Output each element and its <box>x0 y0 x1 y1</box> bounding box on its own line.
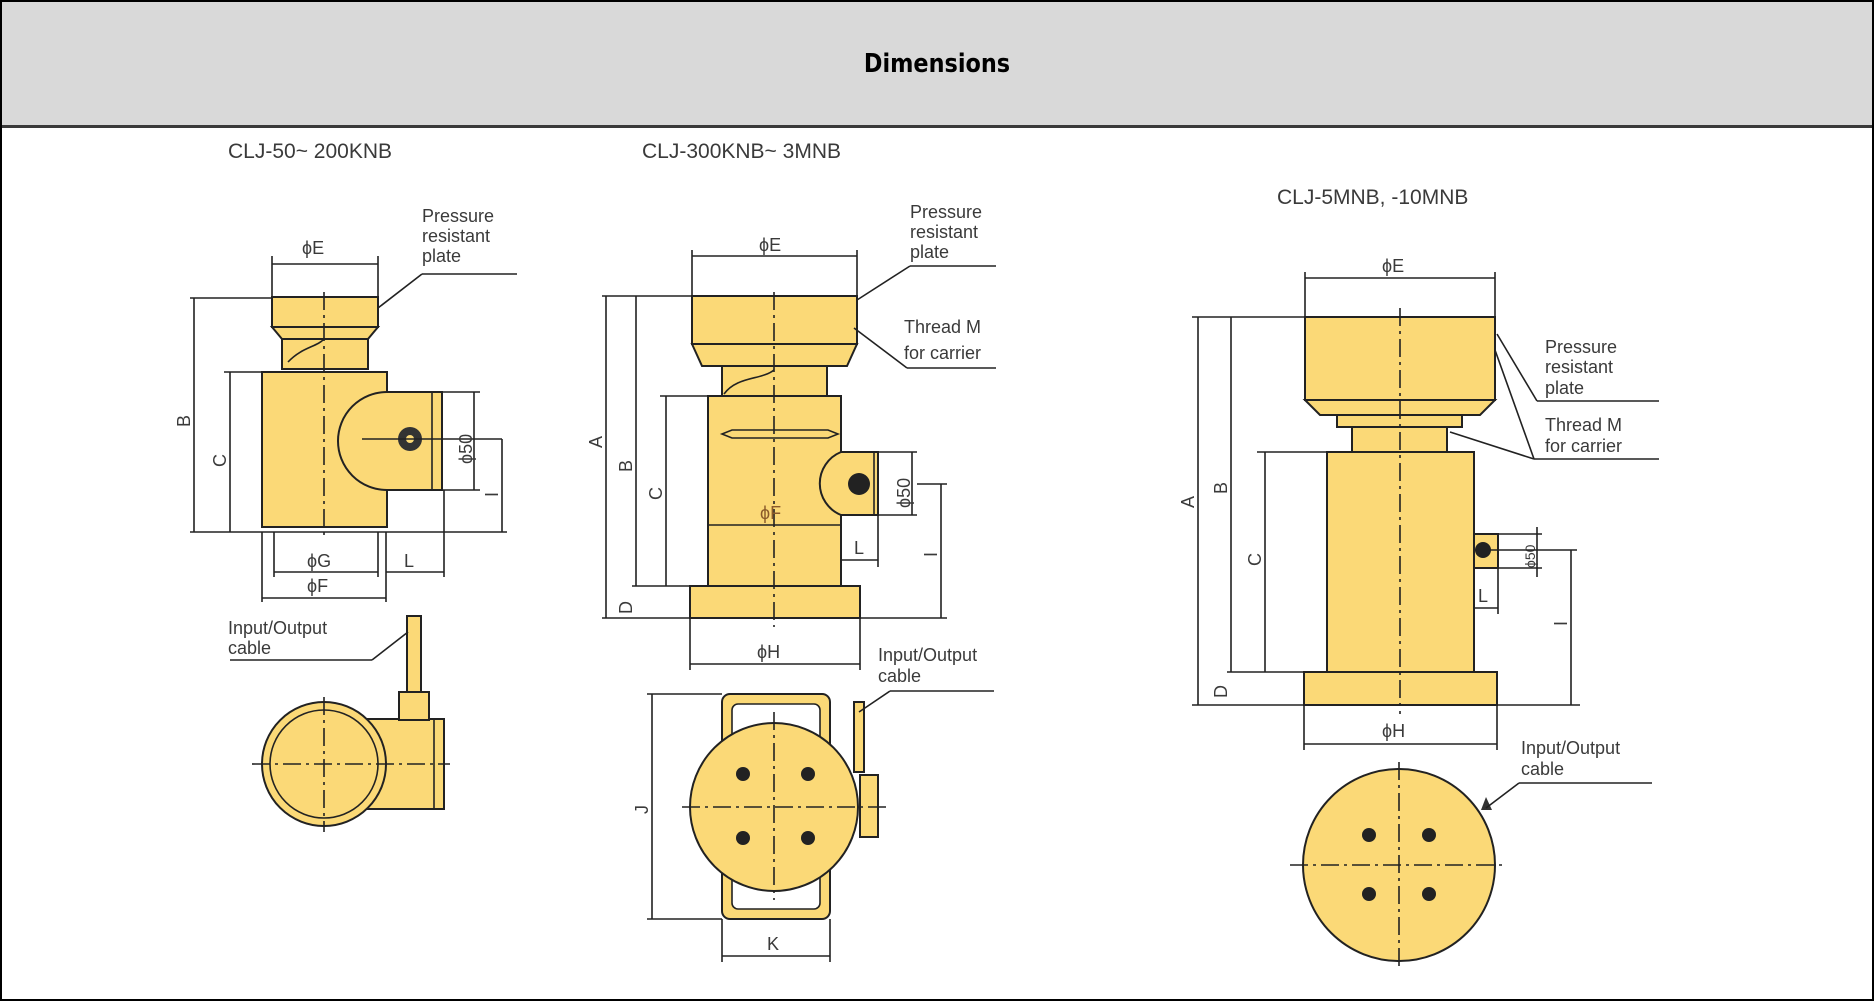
model-label: CLJ-5MNB, -10MNB <box>1277 186 1468 209</box>
dim-c: C <box>646 487 666 500</box>
svg-text:Pressure: Pressure <box>910 202 982 222</box>
connector-icon <box>848 473 870 495</box>
dim-l: L <box>854 538 864 558</box>
cable-icon <box>406 615 422 693</box>
pressure-plate <box>1304 316 1496 401</box>
dim-c: C <box>210 454 230 467</box>
plate-chamfer <box>269 326 381 340</box>
table-header: Dimensions <box>2 2 1872 128</box>
bolt-holes <box>1362 828 1436 901</box>
model-label: CLJ-300KNB~ 3MNB <box>642 140 841 163</box>
dim-d: D <box>616 601 636 614</box>
svg-text:resistant: resistant <box>910 222 978 242</box>
svg-text:plate: plate <box>1545 378 1584 398</box>
top-view: Input/Output cable <box>228 615 450 832</box>
svg-text:Input/Output: Input/Output <box>878 645 977 665</box>
drawings-cell: CLJ-50~ 200KNB <box>2 128 1872 999</box>
svg-text:plate: plate <box>422 246 461 266</box>
svg-text:Input/Output: Input/Output <box>228 618 327 638</box>
dim-h: ϕH <box>757 642 780 662</box>
svg-text:cable: cable <box>1521 759 1564 779</box>
dim-d: D <box>1211 685 1231 698</box>
svg-text:resistant: resistant <box>1545 357 1613 377</box>
svg-text:Thread M: Thread M <box>904 317 981 337</box>
dim-g: ϕG <box>307 551 331 571</box>
dim-phi50: ϕ50 <box>894 478 914 508</box>
dim-phi50: ϕ50 <box>456 434 476 464</box>
model-label: CLJ-50~ 200KNB <box>228 140 392 163</box>
connector-housing <box>337 391 443 491</box>
dim-a: A <box>586 436 606 448</box>
svg-text:Input/Output: Input/Output <box>1521 738 1620 758</box>
svg-text:for carrier: for carrier <box>1545 436 1622 456</box>
side-view: ϕE B C ϕ50 I ϕ <box>174 206 517 602</box>
cable-icon <box>853 701 865 773</box>
cable-icon <box>1481 797 1492 810</box>
svg-text:cable: cable <box>878 666 921 686</box>
drawing-clj-50-200knb: CLJ-50~ 200KNB <box>174 140 517 832</box>
dim-k: K <box>767 934 779 954</box>
svg-text:for carrier: for carrier <box>904 343 981 363</box>
dim-e: ϕE <box>1382 256 1404 276</box>
dim-e: ϕE <box>759 235 781 255</box>
bolt-holes <box>736 767 815 845</box>
base-plate <box>689 585 861 619</box>
dim-b: B <box>1211 482 1231 494</box>
top-view: Input/Output cable <box>1290 738 1652 970</box>
svg-text:cable: cable <box>228 638 271 658</box>
dim-l: L <box>404 551 414 571</box>
dim-i: I <box>1551 621 1571 626</box>
header-title: Dimensions <box>863 48 1011 79</box>
dim-l: L <box>1478 586 1488 606</box>
svg-text:plate: plate <box>910 242 949 262</box>
top-view: J K Input/Output cable <box>632 645 994 962</box>
neck <box>281 338 369 370</box>
dim-i: I <box>482 492 502 497</box>
side-view: ϕE A B C D ϕF <box>586 202 996 670</box>
dimension-drawings: CLJ-50~ 200KNB <box>174 140 1659 970</box>
drawing-clj-300knb-3mnb: CLJ-300KNB~ 3MNB <box>586 140 996 962</box>
svg-text:Pressure: Pressure <box>1545 337 1617 357</box>
pressure-plate <box>271 296 379 328</box>
dim-c: C <box>1245 553 1265 566</box>
svg-text:Thread M: Thread M <box>1545 415 1622 435</box>
svg-text:resistant: resistant <box>422 226 490 246</box>
dim-f: ϕF <box>760 503 781 523</box>
dim-e: ϕE <box>302 238 324 258</box>
dim-b: B <box>174 415 194 427</box>
dim-b: B <box>616 460 636 472</box>
dim-i: I <box>921 552 941 557</box>
dim-a: A <box>1178 496 1198 508</box>
dim-j: J <box>632 805 652 814</box>
dim-f: ϕF <box>307 576 328 596</box>
side-view: ϕE A B C D <box>1178 256 1659 750</box>
dim-phi50: ϕ50 <box>1522 544 1538 568</box>
drawing-clj-5mnb-10mnb: CLJ-5MNB, -10MNB ϕE <box>1178 186 1659 970</box>
svg-text:Pressure: Pressure <box>422 206 494 226</box>
dim-h: ϕH <box>1382 721 1405 741</box>
